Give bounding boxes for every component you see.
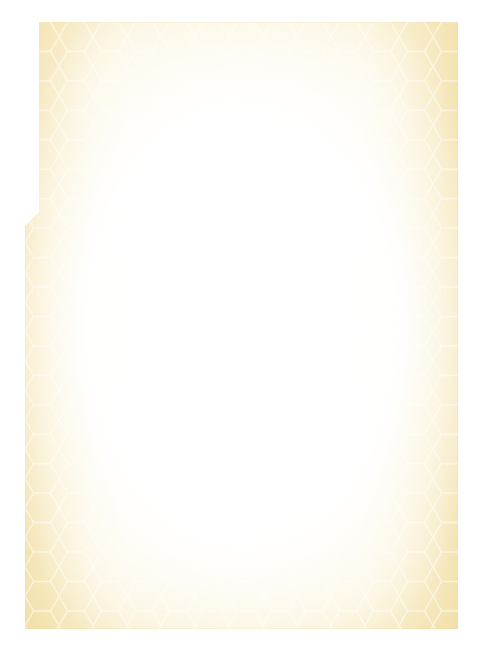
left-light-flare [25,299,125,395]
right-light-flare [358,299,458,395]
honeycomb-panel-graphic [25,22,458,629]
honeycomb-card-panel [25,22,458,629]
